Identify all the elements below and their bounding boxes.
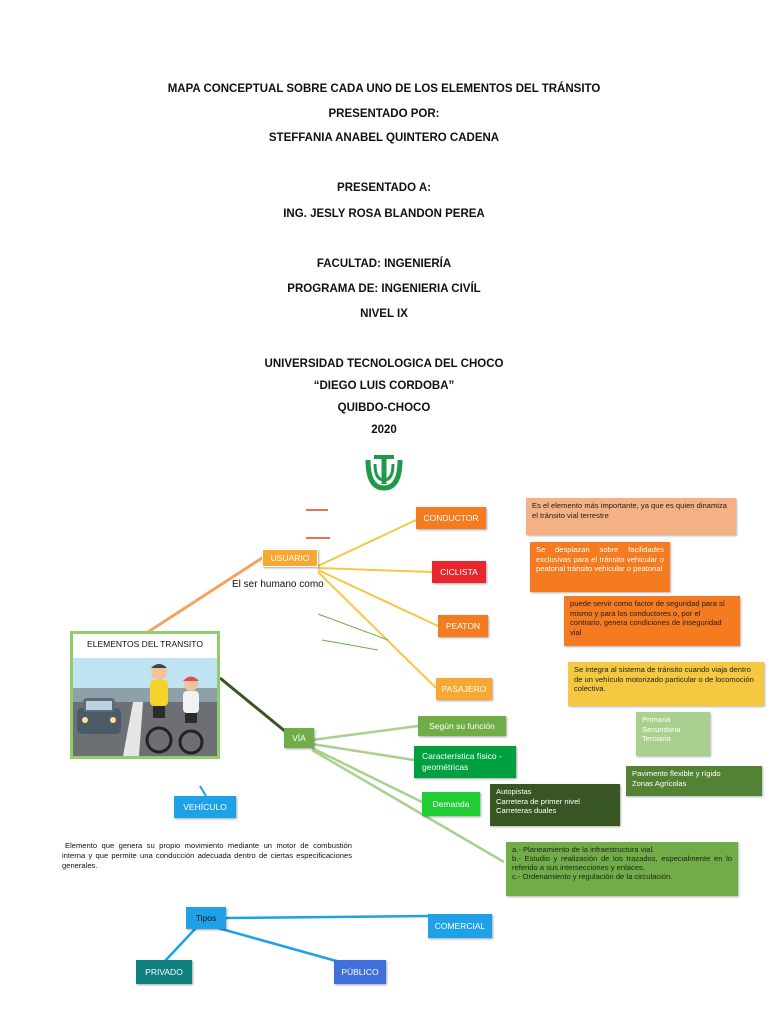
year: 2020	[371, 424, 397, 436]
caracteristica-item: Zonas Agrícolas	[632, 778, 687, 788]
human-label: El ser humano como	[232, 579, 324, 590]
cyclists-illustration-icon	[73, 658, 217, 756]
conductor-description: Es el elemento más importante, ya que es…	[526, 498, 736, 535]
presented-by-label: PRESENTADO POR:	[328, 108, 440, 120]
peaton-description: puede servir como factor de seguridad pa…	[564, 596, 740, 646]
utch-logo-icon	[365, 455, 403, 491]
via-desc-item: c.- Ordenamiento y regulación de la circ…	[512, 872, 673, 881]
author-name: STEFFANIA ANABEL QUINTERO CADENA	[268, 132, 500, 144]
usuario-node[interactable]: USUARIO	[262, 549, 318, 567]
via-desc-item: a.- Planeamiento de la infraestructura v…	[512, 845, 655, 854]
tipos-node[interactable]: Tipos	[186, 907, 226, 929]
teacher-name: ING. JESLY ROSA BLANDON PEREA	[283, 208, 485, 220]
university: UNIVERSIDAD TECNOLOGICA DEL CHOCO	[264, 358, 504, 370]
presented-to-label: PRESENTADO A:	[337, 182, 431, 194]
funcion-list: Primaria Secundaria Terciaria	[636, 712, 710, 756]
via-desc-item: b.- Estudio y realización de los trazado…	[512, 854, 732, 872]
vehiculo-description: Elemento que genera su propio movimiento…	[62, 841, 352, 870]
document-title: MAPA CONCEPTUAL SOBRE CADA UNO DE LOS EL…	[167, 83, 601, 95]
demanda-node[interactable]: Demanda	[422, 792, 480, 816]
funcion-item: Secundaria	[642, 724, 681, 734]
ciclista-node[interactable]: CICLISTA	[432, 561, 486, 583]
pasajero-node[interactable]: PASAJERO	[436, 678, 492, 700]
privado-node[interactable]: PRIVADO	[136, 960, 192, 984]
demanda-item: Carretera de primer nivel	[496, 796, 580, 806]
funcion-item: Terciaria	[642, 734, 671, 744]
program: PROGRAMA DE: INGENIERIA CIVÍL	[287, 283, 481, 295]
peaton-node[interactable]: PEATON	[438, 615, 488, 637]
vehiculo-node[interactable]: VEHÍCULO	[174, 796, 236, 818]
city: QUIBDO-CHOCO	[337, 402, 431, 414]
demanda-item: Autopistas	[496, 787, 532, 796]
comercial-node[interactable]: COMERCIAL	[428, 914, 492, 938]
central-node-label: ELEMENTOS DEL TRANSITO	[87, 639, 203, 649]
university-name: “DIEGO LUIS CORDOBA”	[313, 380, 455, 392]
caracteristica-node[interactable]: Característica físico - geométricas	[414, 746, 516, 778]
caracteristica-list: Pavimento flexible y rígido Zonas Agríco…	[626, 766, 762, 796]
via-node[interactable]: VÍA	[284, 728, 314, 748]
conductor-node[interactable]: CONDUCTOR	[416, 507, 486, 529]
demanda-item: Carreteras duales	[496, 806, 557, 816]
publico-node[interactable]: PÚBLICO	[334, 960, 386, 984]
central-node[interactable]: ELEMENTOS DEL TRANSITO	[70, 631, 220, 759]
demanda-list: Autopistas Carretera de primer nivel Car…	[490, 784, 620, 826]
funcion-item: Primaria	[642, 715, 671, 724]
segun-funcion-node[interactable]: Según su función	[418, 716, 506, 736]
level: NIVEL IX	[360, 308, 408, 320]
caracteristica-item: Pavimento flexible y rígido	[632, 769, 721, 778]
pasajero-description: Se integra al sistema de tránsito cuando…	[568, 662, 764, 706]
faculty: FACULTAD: INGENIERÍA	[316, 258, 452, 270]
ciclista-description: Se desplazan sobre facilidades exclusiva…	[530, 542, 670, 592]
via-description-list: a.- Planeamiento de la infraestructura v…	[506, 842, 738, 896]
